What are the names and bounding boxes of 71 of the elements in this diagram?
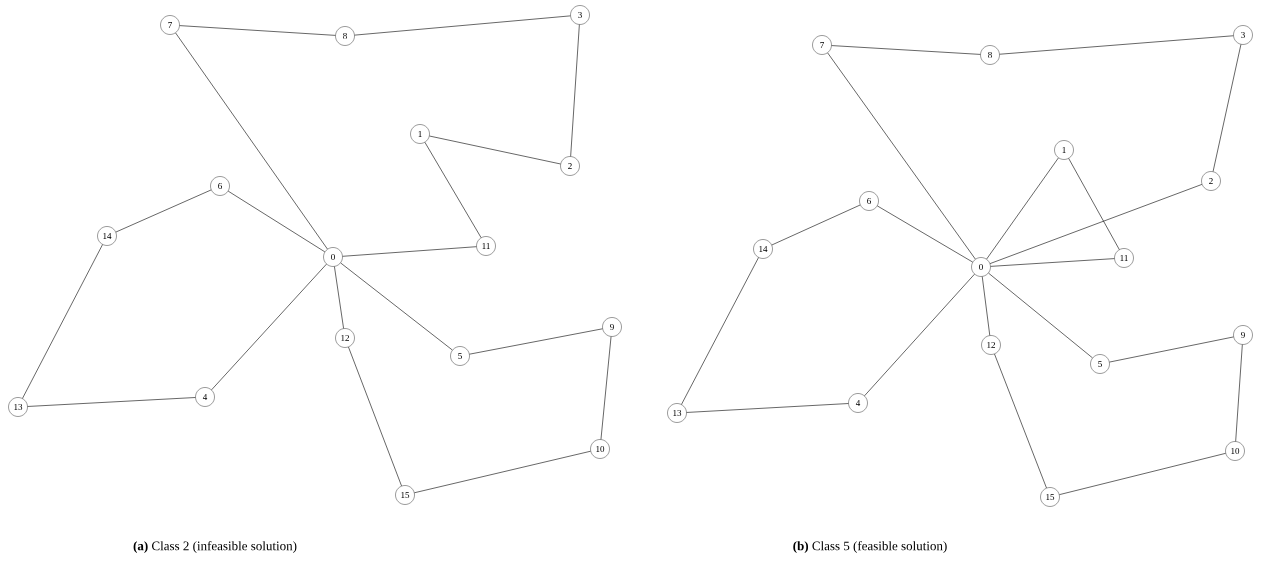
graph-vertex: 15 <box>1040 487 1060 507</box>
edge-line <box>1059 453 1226 495</box>
graph-vertex: 11 <box>1114 248 1134 268</box>
graph-vertex: 5 <box>450 346 470 366</box>
edge-line <box>429 135 561 165</box>
edge-line <box>990 258 1115 267</box>
graph-vertex: 13 <box>667 403 687 423</box>
graph-vertex: 15 <box>395 485 415 505</box>
graph-vertex: 3 <box>1233 25 1253 45</box>
graph-vertex: 2 <box>1201 171 1221 191</box>
graph-vertex: 5 <box>1090 354 1110 374</box>
graph-vertex: 2 <box>560 156 580 176</box>
edge-line <box>831 45 981 55</box>
edge-line <box>348 346 402 487</box>
graph-vertex: 12 <box>981 335 1001 355</box>
graph-vertex: 0 <box>323 247 343 267</box>
graph-vertex: 7 <box>812 35 832 55</box>
edge-line <box>179 25 336 36</box>
edge-line <box>334 266 344 329</box>
graph-vertex: 3 <box>570 5 590 25</box>
graph-vertex: 1 <box>1054 140 1074 160</box>
edge-line <box>681 257 759 405</box>
edge-line <box>227 190 326 253</box>
edge-line <box>981 276 991 336</box>
edge-line <box>827 52 976 260</box>
edge-line <box>342 246 477 257</box>
edge-line <box>600 336 612 440</box>
edge-line <box>986 157 1059 260</box>
graph-vertex: 12 <box>335 328 355 348</box>
graph-vertex: 14 <box>753 239 773 259</box>
graph-vertex: 1 <box>410 124 430 144</box>
edge-line <box>988 272 1093 359</box>
graph-vertex: 11 <box>476 236 496 256</box>
edge-line <box>1212 44 1242 172</box>
graph-vertex: 14 <box>97 226 117 246</box>
edge-line <box>994 353 1047 489</box>
subfigure-caption: (b) Class 5 (feasible solution) <box>793 541 947 553</box>
edge-line <box>1068 158 1120 250</box>
edge-line <box>864 273 975 397</box>
edge-line <box>211 263 327 391</box>
graph-vertex: 8 <box>335 26 355 46</box>
graph-vertex: 4 <box>195 387 215 407</box>
edge-line <box>686 403 849 413</box>
edge-line <box>1235 344 1243 442</box>
graph-vertex: 6 <box>210 176 230 196</box>
edge-line <box>877 205 973 263</box>
graph-vertex: 4 <box>848 393 868 413</box>
graph-vertex: 0 <box>971 257 991 277</box>
edge-line <box>414 450 591 494</box>
edge-line <box>424 142 482 238</box>
edge-line <box>175 32 328 250</box>
edge-line <box>340 262 453 351</box>
graph-vertex: 6 <box>859 191 879 211</box>
edge-line <box>989 184 1203 264</box>
edge-line <box>570 24 580 157</box>
edge-line <box>469 328 603 355</box>
graph-vertex: 13 <box>8 397 28 417</box>
graph-vertex: 10 <box>590 439 610 459</box>
graph-vertex: 9 <box>1233 325 1253 345</box>
edge-line <box>999 35 1234 55</box>
edge-line <box>115 189 212 233</box>
graph-vertex: 8 <box>980 45 1000 65</box>
subfigure-caption: (a) Class 2 (infeasible solution) <box>133 541 297 553</box>
graph-vertex: 9 <box>602 317 622 337</box>
edge-line <box>1109 336 1234 363</box>
edge-line <box>771 204 861 246</box>
graph-vertex: 10 <box>1225 441 1245 461</box>
edge-line <box>354 15 571 36</box>
graph-vertex: 7 <box>160 15 180 35</box>
edge-line <box>27 397 196 407</box>
edge-line <box>22 244 103 399</box>
